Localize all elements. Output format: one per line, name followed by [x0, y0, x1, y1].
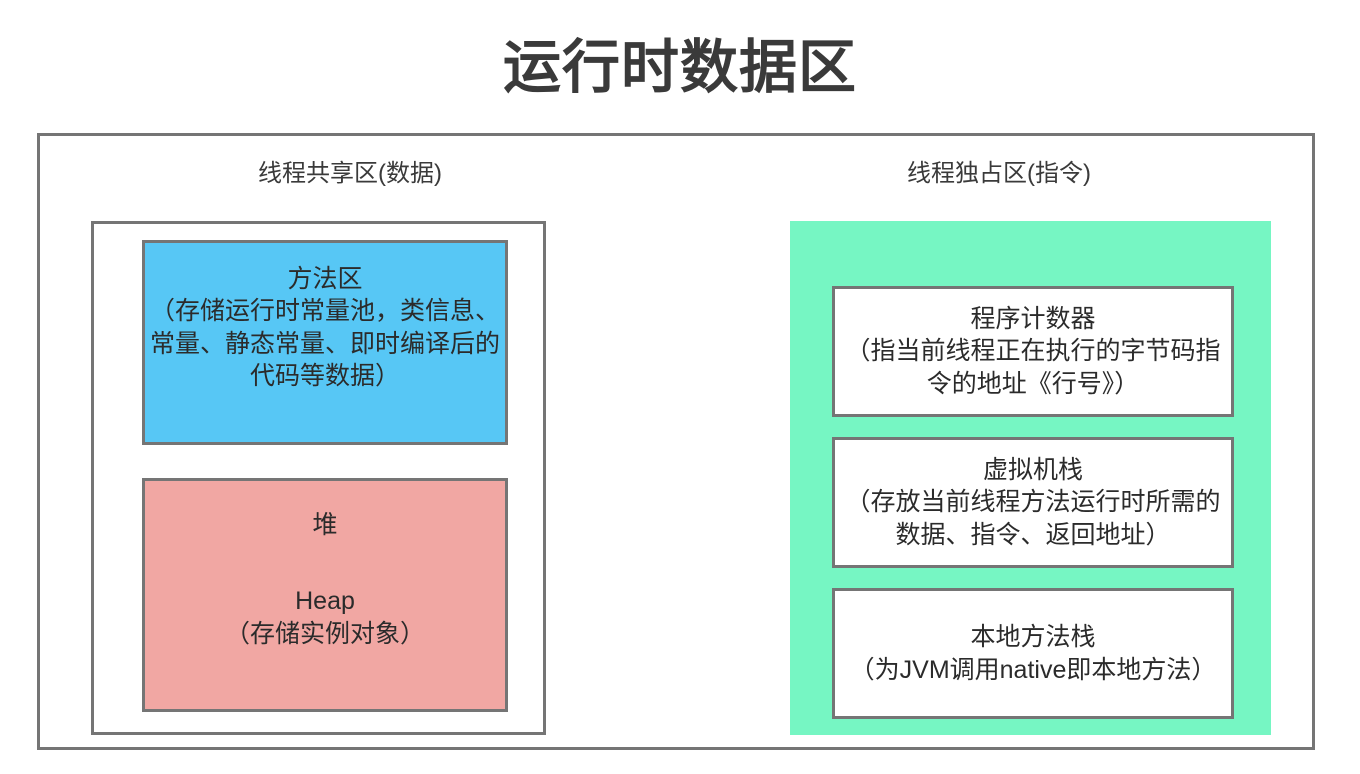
- program-counter-description: （指当前线程正在执行的字节码指令的地址《行号》）: [845, 337, 1221, 398]
- thread-shared-container: 方法区 （存储运行时常量池，类信息、常量、静态常量、即时编译后的代码等数据） 堆…: [91, 221, 546, 735]
- runtime-data-area-panel: 线程共享区(数据) 方法区 （存储运行时常量池，类信息、常量、静态常量、即时编译…: [37, 133, 1315, 750]
- heap-block: 堆 Heap （存储实例对象）: [142, 478, 508, 712]
- vm-stack-description: （存放当前线程方法运行时所需的数据、指令、返回地址）: [845, 488, 1221, 549]
- method-area-description: （存储运行时常量池，类信息、常量、静态常量、即时编译后的代码等数据）: [149, 297, 500, 390]
- heap-description: （存储实例对象）: [224, 619, 425, 648]
- native-method-stack-description: （为JVM调用native即本地方法）: [849, 655, 1217, 684]
- vm-stack-block: 虚拟机栈 （存放当前线程方法运行时所需的数据、指令、返回地址）: [832, 437, 1234, 568]
- native-method-stack-block: 本地方法栈 （为JVM调用native即本地方法）: [832, 588, 1234, 719]
- page-title: 运行时数据区: [502, 35, 857, 100]
- program-counter-block: 程序计数器 （指当前线程正在执行的字节码指令的地址《行号》）: [832, 286, 1234, 417]
- thread-exclusive-column: 线程独占区(指令) 程序计数器 （指当前线程正在执行的字节码指令的地址《行号》）…: [680, 136, 1318, 735]
- program-counter-title: 程序计数器: [970, 304, 1096, 333]
- thread-shared-heading: 线程共享区(数据): [258, 160, 442, 187]
- heap-title: 堆: [312, 511, 338, 539]
- method-area-title: 方法区: [287, 265, 363, 293]
- native-method-stack-title: 本地方法栈: [970, 623, 1096, 651]
- thread-exclusive-container: 程序计数器 （指当前线程正在执行的字节码指令的地址《行号》） 虚拟机栈 （存放当…: [790, 221, 1271, 735]
- method-area-block: 方法区 （存储运行时常量池，类信息、常量、静态常量、即时编译后的代码等数据）: [142, 240, 508, 445]
- thread-exclusive-heading: 线程独占区(指令): [907, 160, 1091, 187]
- vm-stack-title: 虚拟机栈: [982, 455, 1083, 484]
- heap-subtitle: Heap: [295, 587, 355, 615]
- thread-shared-column: 线程共享区(数据) 方法区 （存储运行时常量池，类信息、常量、静态常量、即时编译…: [40, 136, 660, 735]
